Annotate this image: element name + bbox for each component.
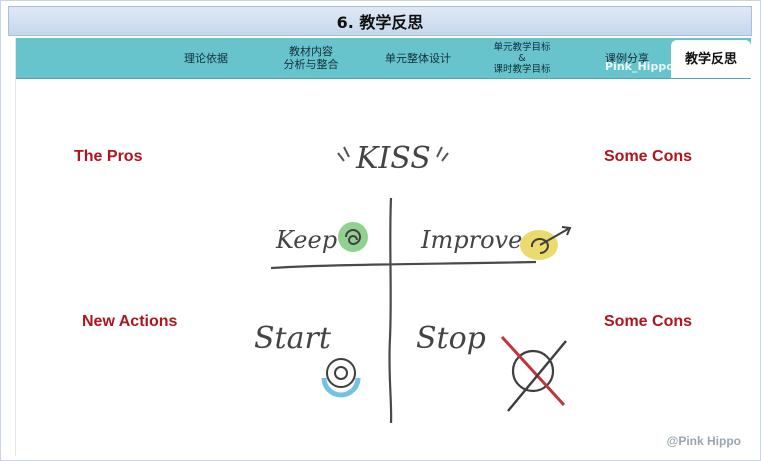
label-start: Start xyxy=(254,321,332,356)
tab-unit-design[interactable]: 单元整体设计 xyxy=(368,38,468,78)
keep-spiral-icon xyxy=(345,229,361,246)
start-ring-icon xyxy=(326,358,356,388)
kiss-diagram: KISS Keep Improve Start Stop xyxy=(254,141,572,424)
label-the-pros: The Pros xyxy=(74,148,143,165)
tab-theory-label: 理论依据 xyxy=(184,51,228,65)
label-improve: Improve xyxy=(420,226,522,254)
tab-unit-design-label: 单元整体设计 xyxy=(385,51,451,65)
stop-cross-dark-icon xyxy=(507,340,567,412)
tab-theory[interactable]: 理论依据 xyxy=(166,38,246,78)
tab-lesson-share-label: 课例分享 xyxy=(605,51,649,65)
label-keep: Keep xyxy=(275,226,337,254)
footer-watermark: @Pink Hippo xyxy=(666,434,741,448)
improve-arrow-icon xyxy=(530,226,572,254)
label-new-actions: New Actions xyxy=(82,313,178,330)
tab-lesson-share[interactable]: 课例分享 xyxy=(594,38,660,78)
start-dot-icon xyxy=(334,366,348,380)
tab-teaching-goals[interactable]: 单元教学目标 & 课时教学目标 xyxy=(482,38,562,78)
tab-reflection[interactable]: 教学反思 xyxy=(671,40,751,78)
page-title: 6. 教学反思 xyxy=(8,6,752,36)
label-stop: Stop xyxy=(416,321,486,356)
slide: 理论依据 教材内容 分析与整合 单元整体设计 单元教学目标 & 课时教学目标 课… xyxy=(15,38,751,456)
label-some-cons-top: Some Cons xyxy=(604,148,693,165)
tab-teaching-goals-line1: 单元教学目标 xyxy=(493,41,551,53)
improve-circle-icon xyxy=(520,230,558,260)
title-accent-strokes xyxy=(337,146,449,162)
tab-watermark: Pink_Hippo xyxy=(605,60,674,73)
tab-bar: 理论依据 教材内容 分析与整合 单元整体设计 单元教学目标 & 课时教学目标 课… xyxy=(16,38,751,79)
stop-ring-icon xyxy=(511,349,555,393)
tab-teaching-goals-line2: & xyxy=(518,52,526,64)
tab-reflection-label: 教学反思 xyxy=(684,51,737,67)
tab-textbook-analysis-line1: 教材内容 xyxy=(289,45,333,58)
tab-teaching-goals-line3: 课时教学目标 xyxy=(493,63,551,75)
diagram-title: KISS xyxy=(355,141,431,176)
tab-textbook-analysis[interactable]: 教材内容 分析与整合 xyxy=(271,38,351,78)
page-title-text: 6. 教学反思 xyxy=(336,13,424,32)
stop-cross-red-icon xyxy=(500,335,566,407)
horizontal-axis-line xyxy=(270,260,537,270)
vertical-axis-line xyxy=(388,197,393,424)
start-circle-icon xyxy=(321,377,361,398)
label-some-cons-bottom: Some Cons xyxy=(604,313,693,330)
tab-textbook-analysis-line2: 分析与整合 xyxy=(283,58,339,71)
